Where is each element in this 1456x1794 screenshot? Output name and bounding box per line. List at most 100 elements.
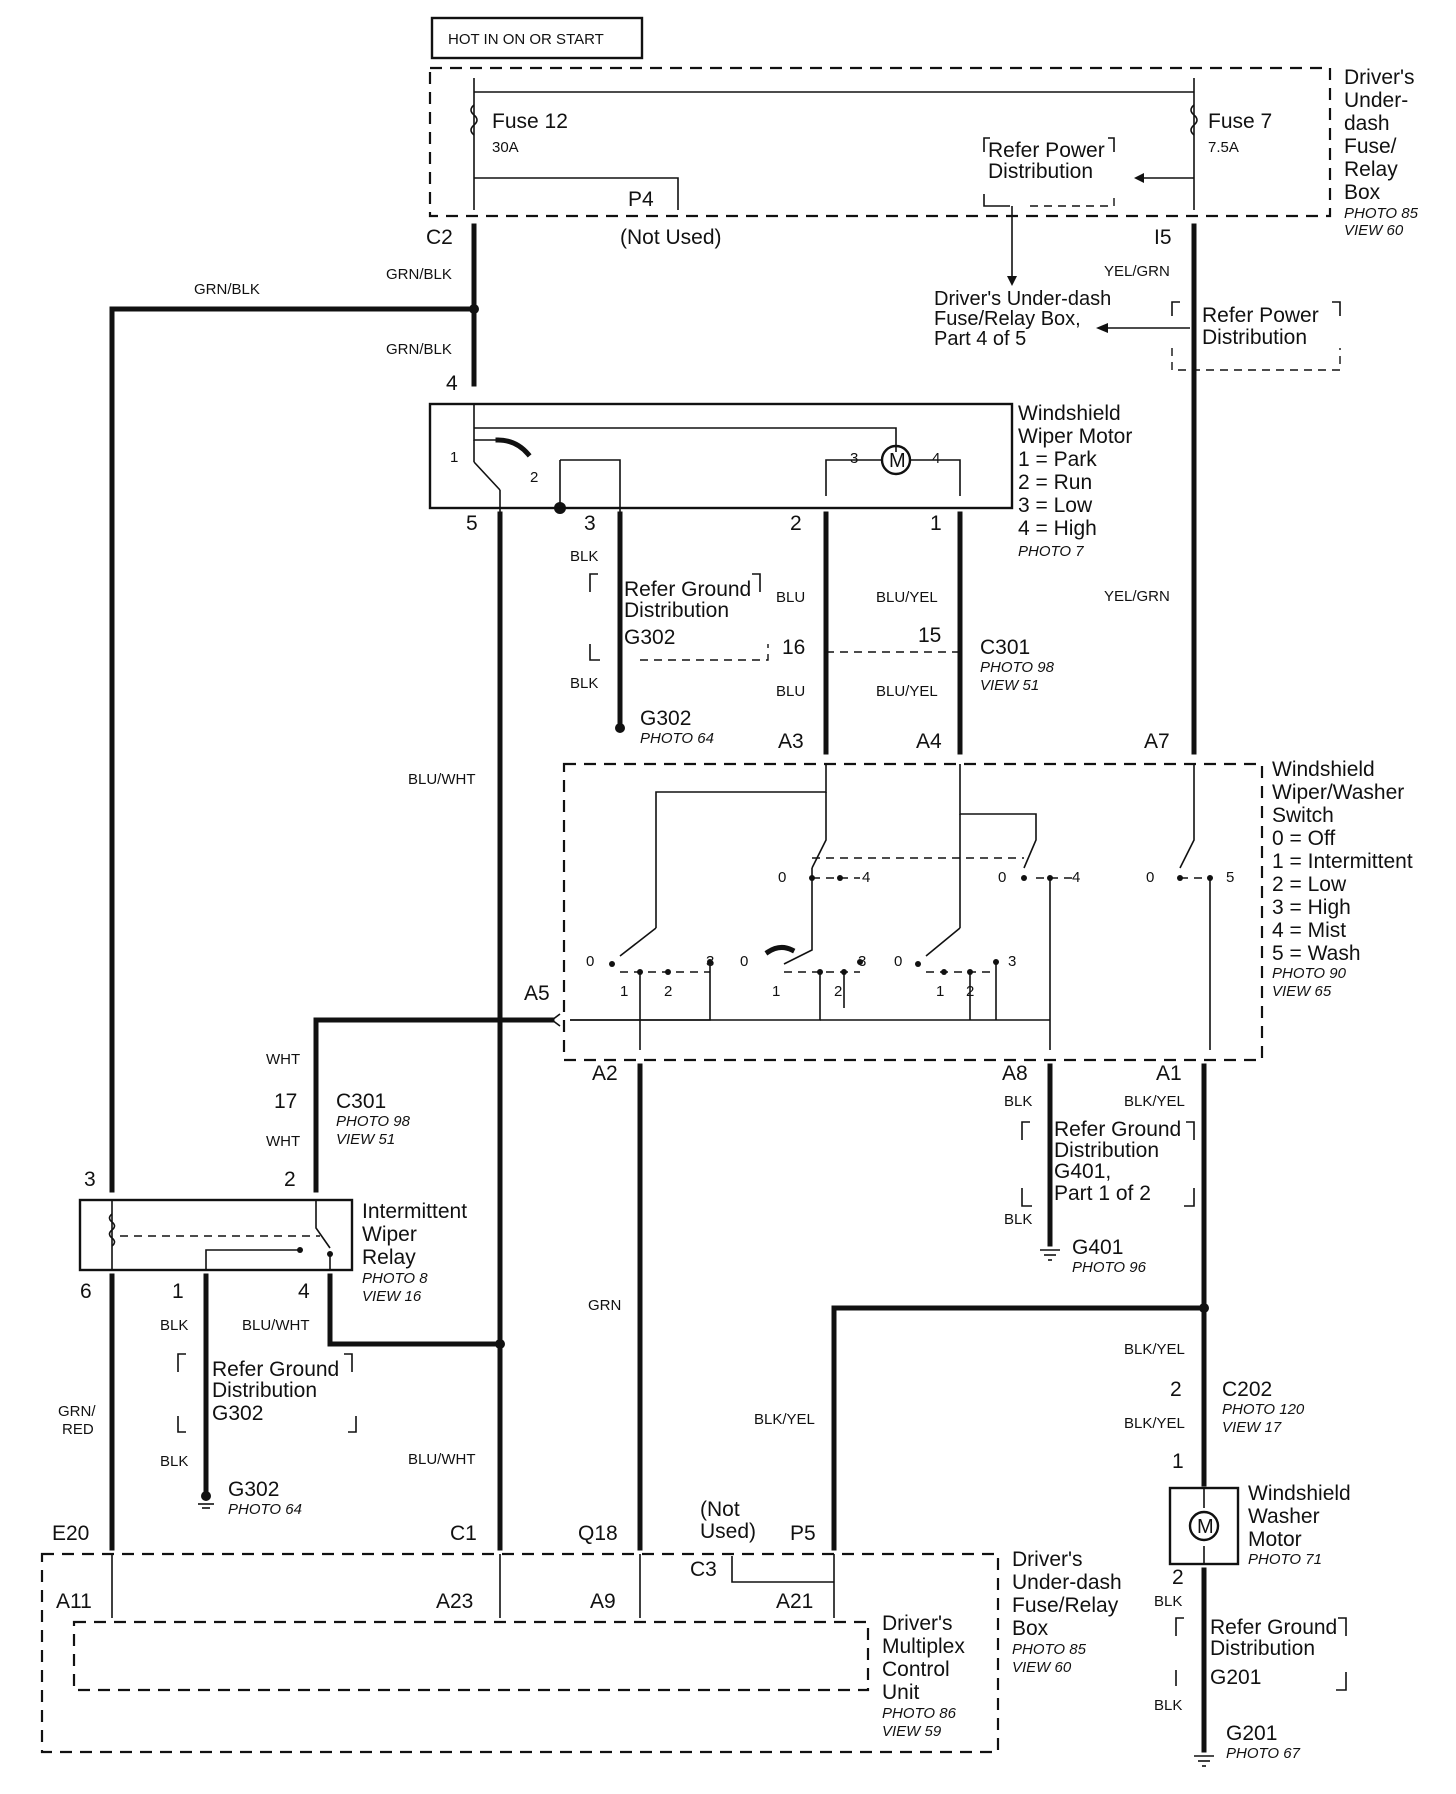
- svg-text:G201: G201: [1226, 1722, 1277, 1745]
- svg-text:4: 4: [862, 869, 870, 886]
- svg-text:GRN: GRN: [588, 1297, 621, 1314]
- svg-text:2: 2: [664, 983, 672, 1000]
- fuse-12-icon: [470, 104, 478, 136]
- svg-text:5: 5: [1226, 869, 1234, 886]
- windshield-wiper-washer-switch: 0 4 0 4 0 5 0 1 2 3 0 1 2 3 0 1 2 3 Wind…: [562, 758, 1413, 1062]
- svg-text:Motor: Motor: [1248, 1528, 1302, 1551]
- svg-text:Control: Control: [882, 1658, 950, 1681]
- svg-text:1: 1: [936, 983, 944, 1000]
- svg-text:Windshield: Windshield: [1018, 402, 1121, 425]
- junction-blu-wht: [495, 1339, 505, 1349]
- svg-text:WHT: WHT: [266, 1133, 300, 1150]
- svg-text:G302: G302: [228, 1478, 279, 1501]
- svg-text:BLK/YEL: BLK/YEL: [1124, 1341, 1185, 1358]
- svg-text:A2: A2: [592, 1062, 618, 1085]
- svg-text:G401,: G401,: [1054, 1160, 1111, 1183]
- relay-coil-icon: [108, 1213, 116, 1247]
- svg-text:3 = High: 3 = High: [1272, 896, 1351, 919]
- svg-text:YEL/GRN: YEL/GRN: [1104, 263, 1170, 280]
- svg-text:4 = Mist: 4 = Mist: [1272, 919, 1346, 942]
- svg-text:P5: P5: [790, 1522, 816, 1545]
- refer-ground-g201: Refer Ground Distribution G201: [1175, 1616, 1347, 1691]
- svg-text:15: 15: [918, 624, 941, 647]
- svg-text:2 = Low: 2 = Low: [1272, 873, 1347, 896]
- svg-text:PHOTO 71: PHOTO 71: [1248, 1551, 1322, 1568]
- svg-text:PHOTO 67: PHOTO 67: [1226, 1745, 1301, 1762]
- svg-text:0 = Off: 0 = Off: [1272, 827, 1335, 850]
- svg-text:C202: C202: [1222, 1378, 1272, 1401]
- connector-c202: 2 C202 PHOTO 120 VIEW 17: [1170, 1378, 1305, 1436]
- svg-text:C3: C3: [690, 1558, 717, 1581]
- svg-text:2: 2: [790, 512, 802, 535]
- term-p4-note: (Not Used): [620, 226, 722, 249]
- svg-text:Box: Box: [1012, 1617, 1049, 1640]
- svg-text:4 = High: 4 = High: [1018, 517, 1097, 540]
- svg-text:Driver's: Driver's: [1012, 1548, 1083, 1571]
- connector-c301-relay: 17 C301 PHOTO 98 VIEW 51: [274, 1090, 411, 1148]
- svg-text:0: 0: [778, 869, 786, 886]
- svg-text:GRN/: GRN/: [58, 1403, 96, 1420]
- svg-text:0: 0: [586, 953, 594, 970]
- fuse-7-icon: [1190, 104, 1198, 136]
- svg-text:Refer Ground: Refer Ground: [212, 1358, 339, 1381]
- svg-text:BLK: BLK: [1004, 1211, 1032, 1228]
- svg-text:A9: A9: [590, 1590, 616, 1613]
- fuse-12-label: Fuse 12: [492, 110, 568, 133]
- svg-text:3: 3: [706, 953, 714, 970]
- svg-text:Fuse/Relay: Fuse/Relay: [1012, 1594, 1119, 1617]
- refer-power-distribution-top: Refer Power Distribution: [983, 137, 1194, 207]
- svg-text:VIEW 60: VIEW 60: [1012, 1659, 1072, 1676]
- svg-text:1: 1: [1172, 1450, 1184, 1473]
- intermittent-wiper-relay: Intermittent Wiper Relay PHOTO 8 VIEW 16: [78, 1198, 467, 1305]
- svg-text:3: 3: [850, 450, 858, 467]
- svg-text:BLK/YEL: BLK/YEL: [754, 1411, 815, 1428]
- svg-text:1: 1: [772, 983, 780, 1000]
- svg-text:PHOTO 85: PHOTO 85: [1344, 205, 1419, 222]
- svg-text:VIEW 17: VIEW 17: [1222, 1419, 1282, 1436]
- term-p4: P4: [628, 188, 654, 211]
- svg-text:Driver's: Driver's: [882, 1612, 953, 1635]
- svg-text:BLU: BLU: [776, 589, 805, 606]
- svg-text:VIEW 16: VIEW 16: [362, 1288, 422, 1305]
- svg-text:16: 16: [782, 636, 805, 659]
- svg-text:Part 1 of 2: Part 1 of 2: [1054, 1182, 1151, 1205]
- svg-text:BLU/YEL: BLU/YEL: [876, 589, 938, 606]
- svg-text:BLK: BLK: [160, 1453, 188, 1470]
- svg-text:3: 3: [584, 512, 596, 535]
- driver-multiplex-control-unit: Driver's Multiplex Control Unit PHOTO 86…: [72, 1612, 965, 1740]
- svg-text:1: 1: [930, 512, 942, 535]
- washer-motor-icon: [1188, 1510, 1220, 1542]
- bottom-fuse-relay-box: C3 A11 A23 A9 A21 Driver's Under-dash Fu…: [40, 1548, 1122, 1754]
- svg-text:A4: A4: [916, 730, 942, 753]
- svg-text:Used): Used): [700, 1520, 756, 1543]
- svg-text:WHT: WHT: [266, 1051, 300, 1068]
- svg-text:A21: A21: [776, 1590, 813, 1613]
- svg-text:Windshield: Windshield: [1248, 1482, 1351, 1505]
- connector-c301-top: 16 15 C301 PHOTO 98 VIEW 51: [782, 624, 1055, 694]
- svg-text:Part 4 of 5: Part 4 of 5: [934, 328, 1026, 350]
- svg-text:Distribution: Distribution: [212, 1379, 317, 1402]
- svg-text:HOT IN ON OR START: HOT IN ON OR START: [448, 31, 604, 48]
- svg-text:A23: A23: [436, 1590, 473, 1613]
- ground-g302-relay: G302 PHOTO 64: [198, 1478, 302, 1518]
- svg-text:BLK: BLK: [570, 675, 598, 692]
- svg-text:G302: G302: [212, 1402, 263, 1425]
- svg-text:VIEW 51: VIEW 51: [980, 677, 1039, 694]
- refer-ground-g302-top: Refer Ground Distribution G302: [589, 573, 769, 661]
- svg-text:0: 0: [1146, 869, 1154, 886]
- svg-text:BLU/WHT: BLU/WHT: [408, 771, 476, 788]
- svg-text:Distribution: Distribution: [1210, 1637, 1315, 1660]
- svg-text:PHOTO 86: PHOTO 86: [882, 1705, 957, 1722]
- svg-text:BLK/YEL: BLK/YEL: [1124, 1415, 1185, 1432]
- svg-text:2: 2: [284, 1168, 296, 1191]
- svg-text:Refer Power: Refer Power: [1202, 304, 1319, 327]
- svg-text:GRN/BLK: GRN/BLK: [194, 281, 260, 298]
- svg-text:Q18: Q18: [578, 1522, 618, 1545]
- svg-text:PHOTO 96: PHOTO 96: [1072, 1259, 1147, 1276]
- svg-text:PHOTO 98: PHOTO 98: [980, 659, 1055, 676]
- svg-text:A7: A7: [1144, 730, 1170, 753]
- svg-text:Wiper Motor: Wiper Motor: [1018, 425, 1132, 448]
- svg-text:BLK: BLK: [160, 1317, 188, 1334]
- refer-ground-g401: Refer Ground Distribution G401, Part 1 o…: [1021, 1118, 1195, 1207]
